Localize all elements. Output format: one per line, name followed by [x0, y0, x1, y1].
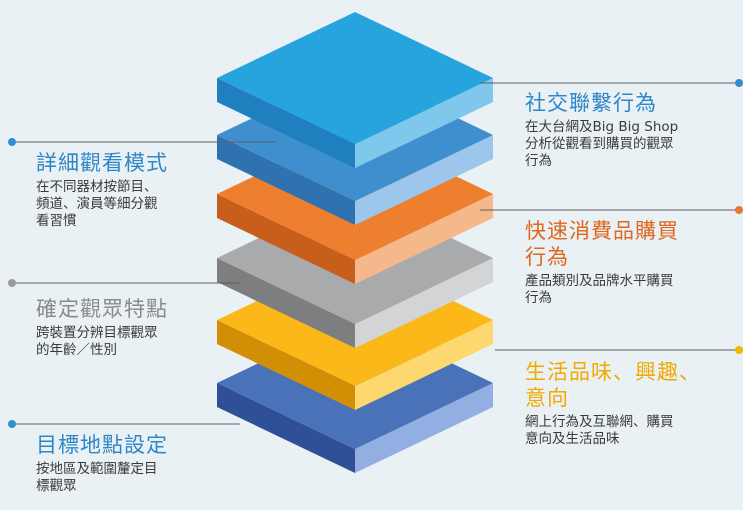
desc-line: 分析從觀看到購買的觀眾 [525, 136, 674, 152]
label-viewing-patterns-title: 詳細觀看模式 [36, 151, 168, 175]
title-line: 生活品味、興趣、 [525, 360, 701, 384]
desc-line: 意向及生活品味 [525, 431, 620, 447]
desc-line: 的年齡／性別 [36, 342, 117, 358]
label-lifestyle-interest-desc: 網上行為及互聯網、購買 意向及生活品味 [525, 414, 739, 448]
orange-layer-right-face [355, 194, 493, 284]
desc-line: 頻道、演員等細分觀 [36, 196, 158, 212]
navy-layer-left-face [217, 383, 355, 473]
label-lifestyle-interest: 生活品味、興趣、 意向 網上行為及互聯網、購買 意向及生活品味 [525, 359, 739, 448]
navy-layer-right-face [355, 383, 493, 473]
sky-blue-layer-right-face [355, 78, 493, 168]
desc-line: 行為 [525, 290, 552, 306]
orange-layer-left-face [217, 194, 355, 284]
leader-dot-right-1 [735, 79, 743, 87]
desc-line: 按地區及範圍釐定目 [36, 461, 158, 477]
label-social-behavior-desc: 在大台網及Big Big Shop 分析從觀看到購買的觀眾 行為 [525, 119, 739, 170]
stacked-layers [217, 12, 493, 473]
label-fmcg-purchase-desc: 產品類別及品牌水平購買 行為 [525, 273, 739, 307]
steel-blue-layer-left-face [217, 135, 355, 225]
label-fmcg-purchase-title: 快速消費品購買 行為 [525, 218, 739, 270]
leader-dot-left-2 [8, 279, 16, 287]
yellow-layer-right-face [355, 320, 493, 410]
label-audience-traits: 確定觀眾特點 跨裝置分辨目標觀眾 的年齡／性別 [36, 296, 221, 359]
desc-line: 網上行為及互聯網、購買 [525, 414, 674, 430]
desc-line: 在不同器材按節目、 [36, 179, 158, 195]
label-fmcg-purchase: 快速消費品購買 行為 產品類別及品牌水平購買 行為 [525, 218, 739, 307]
steel-blue-layer-right-face [355, 135, 493, 225]
label-audience-traits-title: 確定觀眾特點 [36, 297, 168, 321]
label-viewing-patterns: 詳細觀看模式 在不同器材按節目、 頻道、演員等細分觀 看習慣 [36, 150, 221, 230]
label-lifestyle-interest-title: 生活品味、興趣、 意向 [525, 359, 739, 411]
label-social-behavior-title: 社交聯繫行為 [525, 91, 657, 115]
gray-layer-left-face [217, 258, 355, 348]
label-location-targeting: 目標地點設定 按地區及範圍釐定目 標觀眾 [36, 432, 221, 495]
title-line: 意向 [525, 386, 569, 410]
desc-line: 跨裝置分辨目標觀眾 [36, 325, 158, 341]
title-line: 快速消費品購買 [525, 219, 679, 243]
desc-line: 行為 [525, 153, 552, 169]
yellow-layer-left-face [217, 320, 355, 410]
leader-dot-right-3 [735, 346, 743, 354]
desc-line: 在大台網及Big Big Shop [525, 119, 679, 135]
leader-dot-left-3 [8, 420, 16, 428]
sky-blue-layer-left-face [217, 78, 355, 168]
desc-line: 產品類別及品牌水平購買 [525, 273, 674, 289]
leader-lines [8, 79, 743, 428]
sky-blue-layer [217, 12, 493, 168]
desc-line: 看習慣 [36, 213, 77, 229]
sky-blue-layer-top-face [217, 12, 493, 144]
desc-line: 標觀眾 [36, 478, 77, 494]
label-viewing-patterns-desc: 在不同器材按節目、 頻道、演員等細分觀 看習慣 [36, 179, 221, 230]
gray-layer-right-face [355, 258, 493, 348]
leader-dot-left-1 [8, 138, 16, 146]
title-line: 行為 [525, 245, 569, 269]
label-location-targeting-desc: 按地區及範圍釐定目 標觀眾 [36, 461, 221, 495]
label-location-targeting-title: 目標地點設定 [36, 433, 168, 457]
label-social-behavior: 社交聯繫行為 在大台網及Big Big Shop 分析從觀看到購買的觀眾 行為 [525, 90, 739, 170]
label-audience-traits-desc: 跨裝置分辨目標觀眾 的年齡／性別 [36, 325, 221, 359]
leader-dot-right-2 [735, 206, 743, 214]
